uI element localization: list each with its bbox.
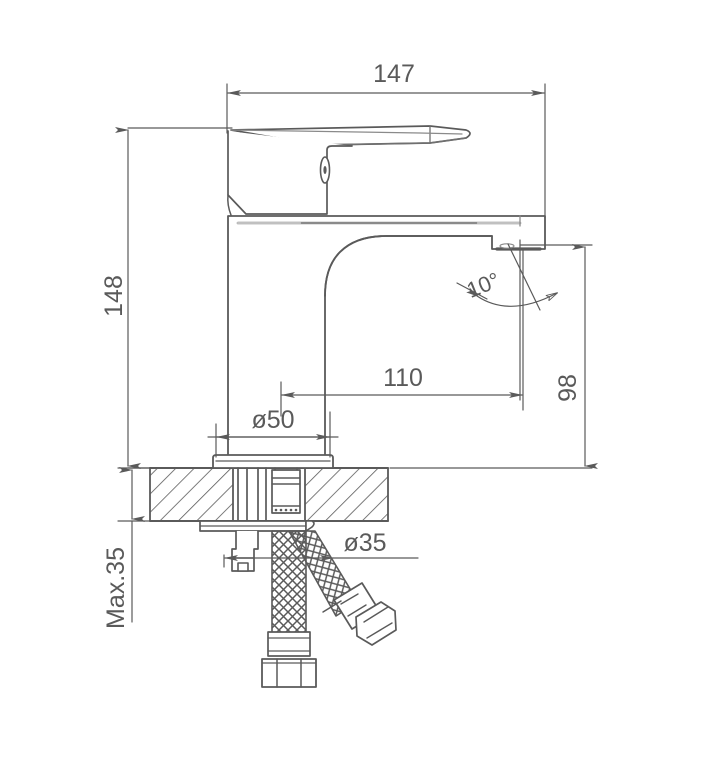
dimension-label-spout-height: 98 [554, 374, 582, 402]
dimension-label-base-diameter: ø50 [251, 406, 294, 434]
braided-supply-hoses [261, 530, 397, 688]
dimension-overall-width [226, 83, 546, 219]
dimension-base-diameter [207, 411, 339, 458]
dimension-label-outlet-angle: 10° [463, 267, 503, 303]
dimension-label-overall-width: 147 [373, 60, 415, 88]
dimension-spout-height [389, 244, 598, 469]
dimension-label-overall-height: 148 [100, 275, 128, 317]
under-counter-assembly [199, 467, 315, 572]
countertop-section [149, 467, 389, 522]
faucet-body-spout [227, 215, 546, 469]
dimension-outlet-angle [456, 239, 557, 401]
faucet-handle-body [227, 130, 353, 216]
dimension-hose-diameter [223, 554, 419, 568]
dimension-spout-reach [280, 249, 524, 417]
faucet-base-flange [212, 454, 334, 469]
dimension-label-max-thickness: Max.35 [102, 547, 130, 629]
dimension-overall-height [115, 127, 233, 469]
dimension-label-hose-diameter: ø35 [343, 529, 386, 557]
dimension-label-spout-reach: 110 [383, 364, 423, 392]
dimension-max-thickness [117, 467, 153, 623]
